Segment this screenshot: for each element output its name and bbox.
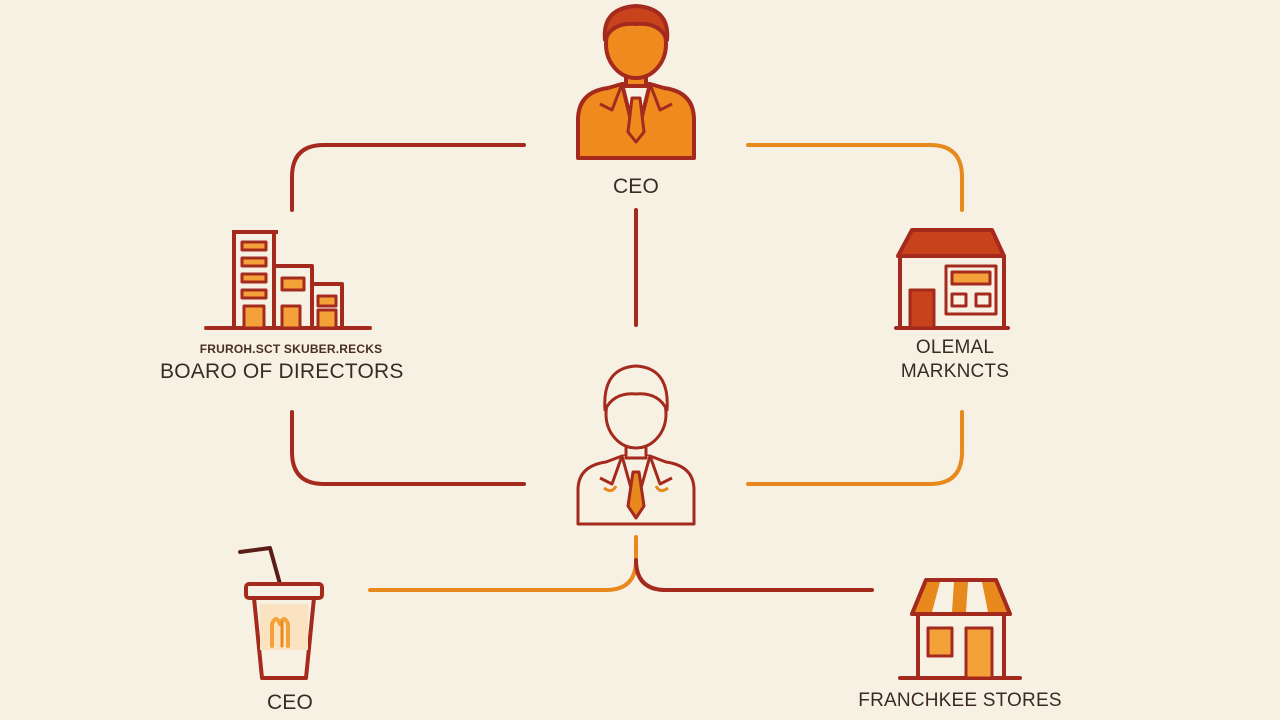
connector-board-to-manager [290, 410, 526, 486]
markets-label-line2: MARKNCTS [900, 361, 1010, 382]
connector-manager-to-restaurants [368, 535, 638, 592]
franchise-store-icon [898, 578, 1022, 680]
ceo-top-label: CEO [612, 175, 660, 198]
markets-label-line1: OLEMAL [915, 337, 995, 358]
drink-cup-icon [238, 546, 324, 680]
office-buildings-icon [204, 230, 372, 330]
connector-markets-to-manager [746, 410, 964, 486]
connector-ceo-to-markets [746, 143, 964, 212]
connector-ceo-to-board [290, 143, 526, 212]
franchise-label: FRANCHKEE STORES [858, 690, 1062, 711]
connectors [290, 143, 964, 592]
connector-manager-to-franchise [634, 558, 874, 592]
restaurants-label: CEO [266, 691, 314, 714]
board-sublabel: FRUROH.SCT SKUBER.RECKS [199, 342, 383, 356]
ceo-person-icon [576, 4, 696, 160]
manager-person-icon [576, 364, 696, 526]
storefront-icon [894, 228, 1010, 330]
board-label: BOARO OF DIRECTORS [160, 360, 404, 383]
